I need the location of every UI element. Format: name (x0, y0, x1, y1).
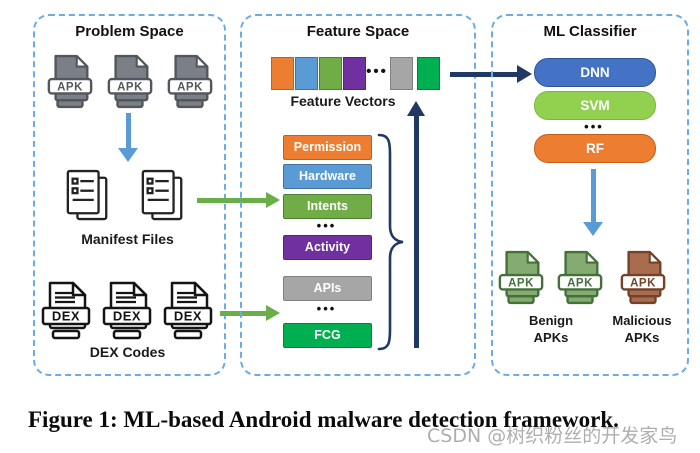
dex-icon-fold (193, 281, 209, 297)
feature-vector-square-purple (343, 57, 366, 90)
feature-box-activity: Activity (283, 235, 372, 260)
features-to-vectors-arrowhead (407, 101, 425, 116)
apk-icon-label: APK (567, 278, 593, 290)
ml-classifier-panel: ML Classifier (491, 14, 689, 376)
classifier-pill-svm: SVM (534, 91, 656, 120)
feature-box-apis: APIs (283, 276, 372, 301)
manifest-file-icon (141, 169, 183, 221)
feature-vectors-label: Feature Vectors (290, 93, 396, 109)
apk-icon-banner (107, 77, 153, 95)
dex-file-icon: DEX (102, 281, 152, 340)
dex-icon-base (173, 329, 203, 340)
apk-icon-fold (585, 250, 599, 264)
dex-icon-base (51, 329, 81, 340)
dex-to-features-arrow (220, 311, 267, 316)
classifier-pill-dnn: DNN (534, 58, 656, 87)
manifest-files-label: Manifest Files (81, 231, 174, 247)
brace-path (377, 133, 404, 351)
feature-space-panel: Feature Space (240, 14, 476, 376)
problem-space-panel: Problem Space (33, 14, 226, 376)
apk-icon-label: APK (508, 278, 534, 290)
malicious-apk-icon: APK (620, 250, 666, 305)
classifier-ellipsis: ••• (584, 119, 604, 134)
classifier-to-results-arrowhead (583, 222, 603, 236)
feature-box-fcg: FCG (283, 323, 372, 348)
feature-vector-square-orange (271, 57, 294, 90)
dex-icon-banner (163, 306, 213, 326)
features-to-vectors-arrow (414, 115, 419, 348)
dex-file-icon: DEX (163, 281, 213, 340)
apk-icon-fold (526, 250, 540, 264)
dex-icon-label: DEX (52, 309, 80, 324)
manifest-bullet (146, 177, 154, 185)
dex-icon-label: DEX (174, 309, 202, 324)
feature-group-brace (377, 133, 404, 351)
manifest-bullet (71, 177, 79, 185)
feature-vector-square-green (319, 57, 342, 90)
apk-icon-banner (47, 77, 93, 95)
dex-file-icon: DEX (41, 281, 91, 340)
apk-icon-label: APK (630, 278, 656, 290)
feature-box-permission: Permission (283, 135, 372, 160)
dex-icon-banner (41, 306, 91, 326)
apk-icon-banner (498, 273, 544, 291)
manifest-bullet (146, 187, 154, 195)
feature-boxes-ellipsis: ••• (316, 301, 337, 316)
feature-vector-ellipsis: ••• (366, 63, 388, 80)
problem-space-title: Problem Space (75, 23, 184, 40)
classifier-pill-rf: RF (534, 134, 656, 163)
apk-icon-label: APK (177, 82, 203, 94)
csdn-watermark: CSDN @树织粉丝的开发家鸟 (427, 425, 678, 447)
apk-icon-fold (135, 54, 149, 68)
apk-icon-label: APK (57, 82, 83, 94)
feature-box-hardware: Hardware (283, 164, 372, 189)
apk-file-icon: APK (107, 54, 153, 109)
classifier-to-results-arrow (591, 169, 596, 223)
apk-icon-banner (557, 273, 603, 291)
feature-boxes-ellipsis: ••• (316, 218, 337, 233)
manifest-to-features-arrowhead (266, 192, 280, 208)
feature-space-title: Feature Space (306, 23, 410, 40)
dex-to-features-arrowhead (266, 305, 280, 321)
dex-icon-fold (132, 281, 148, 297)
apk-icon-fold (195, 54, 209, 68)
feature-vector-square-gray (390, 57, 413, 90)
apk-icon-banner (167, 77, 213, 95)
vectors-to-classifier-arrow (450, 72, 518, 77)
dex-icon-base (112, 329, 142, 340)
apk-file-icon: APK (47, 54, 93, 109)
benign-apk-icon: APK (557, 250, 603, 305)
benign-apks-label: Benign APKs (528, 313, 574, 345)
ml-classifier-title: ML Classifier (543, 23, 637, 40)
apk-file-icon: APK (167, 54, 213, 109)
vectors-to-classifier-arrowhead (517, 65, 532, 83)
manifest-to-features-arrow (197, 198, 267, 203)
dex-codes-label: DEX Codes (89, 344, 166, 360)
benign-apk-icon: APK (498, 250, 544, 305)
dex-icon-fold (71, 281, 87, 297)
apk-icon-label: APK (117, 82, 143, 94)
feature-box-intents: Intents (283, 194, 372, 219)
manifest-bullet (71, 187, 79, 195)
apk-icon-banner (620, 273, 666, 291)
figure-caption: Figure 1: ML-based Android malware detec… (28, 407, 619, 432)
dex-icon-banner (102, 306, 152, 326)
malicious-apks-label: Malicious APKs (612, 313, 672, 345)
apk-to-manifest-arrowhead (118, 148, 138, 162)
apk-icon-fold (75, 54, 89, 68)
feature-vector-square-bright-green (417, 57, 440, 90)
apk-icon-fold (648, 250, 662, 264)
feature-vector-square-blue (295, 57, 318, 90)
apk-to-manifest-arrow (126, 113, 131, 148)
dex-icon-label: DEX (113, 309, 141, 324)
manifest-file-icon (66, 169, 108, 221)
